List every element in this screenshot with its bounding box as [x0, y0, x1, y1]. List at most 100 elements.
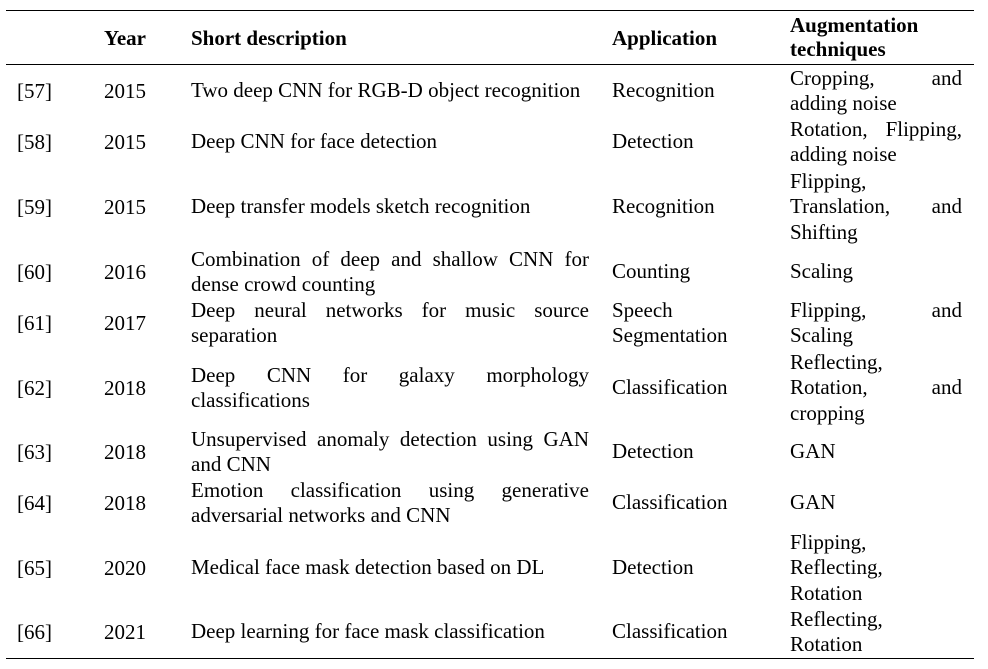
- row-ref: [66]: [17, 619, 52, 644]
- row-description-line: Unsupervised anomaly detection using GAN: [191, 426, 589, 451]
- row-ref: [63]: [17, 439, 52, 464]
- row-augmentation: GAN: [790, 439, 962, 465]
- row-application-line: Detection: [612, 555, 694, 580]
- header-augmentation-line2: techniques: [790, 37, 886, 61]
- row-ref: [60]: [17, 259, 52, 284]
- row-description: Medical face mask detection based on DL: [191, 555, 589, 581]
- table-bottom-rule: [6, 658, 974, 659]
- row-description-line: Deep neural networks for music source: [191, 297, 589, 322]
- row-year: 2015: [104, 78, 146, 103]
- row-application-line: Classification: [612, 619, 728, 644]
- row-application-line: Classification: [612, 375, 728, 400]
- row-ref: [59]: [17, 194, 52, 219]
- row-augmentation-line: Rotation: [790, 632, 863, 656]
- row-augmentation-line: Flipping,: [790, 168, 867, 193]
- row-application-line: Classification: [612, 490, 728, 515]
- header-year: Year: [104, 26, 146, 50]
- row-augmentation: Rotation, Flipping,adding noise: [790, 117, 962, 168]
- row-augmentation-line: GAN: [790, 439, 836, 464]
- row-application-line: Counting: [612, 259, 691, 284]
- row-application-line: Detection: [612, 129, 694, 154]
- row-augmentation-line: adding noise: [790, 142, 897, 166]
- row-description-line: Emotion classification using generative: [191, 477, 589, 502]
- row-description-line: Combination of deep and shallow CNN for: [191, 246, 589, 271]
- augmentation-word: and: [931, 65, 962, 90]
- augmentation-word: Flipping,: [790, 297, 867, 322]
- row-augmentation: Cropping, and adding noise: [790, 66, 962, 117]
- row-description-line: Deep transfer models sketch recognition: [191, 194, 531, 219]
- row-application: Classification: [612, 490, 772, 516]
- augmentation-word: Translation,: [790, 194, 891, 219]
- row-ref: [62]: [17, 375, 52, 400]
- row-application-line: Recognition: [612, 194, 715, 219]
- row-application-line: Segmentation: [612, 323, 728, 347]
- row-augmentation-line: Scaling: [790, 323, 853, 347]
- row-description: Unsupervised anomaly detection using GAN…: [191, 427, 589, 478]
- row-augmentation-line: Translation, and: [790, 194, 962, 220]
- row-description: Deep learning for face mask classificati…: [191, 619, 589, 645]
- row-ref: [61]: [17, 310, 52, 335]
- row-ref: [65]: [17, 555, 52, 580]
- row-description-line: Medical face mask detection based on DL: [191, 555, 545, 580]
- row-description-line: Two deep CNN for RGB-D object recognitio…: [191, 78, 581, 103]
- row-application: Recognition: [612, 194, 772, 220]
- row-year: 2015: [104, 129, 146, 154]
- row-augmentation-line: Scaling: [790, 259, 853, 284]
- table-header-rule: [6, 64, 974, 65]
- row-augmentation: Flipping,Reflecting,Rotation: [790, 530, 962, 607]
- header-description: Short description: [191, 26, 347, 50]
- row-description-line: separation: [191, 323, 278, 347]
- augmentation-word: Cropping,: [790, 65, 875, 90]
- header-augmentation: Augmentation techniques: [790, 13, 962, 61]
- row-ref: [64]: [17, 490, 52, 515]
- row-year: 2021: [104, 619, 146, 644]
- augmentation-word: and: [931, 194, 962, 219]
- row-year: 2015: [104, 194, 146, 219]
- row-application-line: Detection: [612, 439, 694, 464]
- row-application: Detection: [612, 555, 772, 581]
- row-application-line: Recognition: [612, 78, 715, 103]
- row-application: Detection: [612, 129, 772, 155]
- row-augmentation-line: adding noise: [790, 91, 897, 115]
- row-augmentation-line: Shifting: [790, 219, 858, 244]
- row-description-line: adversarial networks and CNN: [191, 503, 451, 527]
- row-year: 2017: [104, 310, 146, 335]
- row-year: 2018: [104, 490, 146, 515]
- row-application-line: Speech: [612, 297, 673, 322]
- row-description-line: Deep CNN for galaxy morphology: [191, 362, 589, 387]
- row-augmentation-line: cropping: [790, 400, 865, 425]
- row-year: 2018: [104, 375, 146, 400]
- row-application: Detection: [612, 439, 772, 465]
- row-augmentation-line: Rotation,and: [790, 375, 962, 401]
- row-application: Classification: [612, 619, 772, 645]
- row-ref: [58]: [17, 129, 52, 154]
- row-description: Deep CNN for face detection: [191, 129, 589, 155]
- header-augmentation-line1: Augmentation: [790, 13, 919, 37]
- row-augmentation: GAN: [790, 490, 962, 516]
- augmentation-word: Rotation,: [790, 375, 868, 400]
- row-application: Counting: [612, 259, 772, 285]
- row-description: Deep transfer models sketch recognition: [191, 194, 589, 220]
- row-application: Recognition: [612, 78, 772, 104]
- row-augmentation-line: Flipping, and: [790, 298, 962, 324]
- row-application: Classification: [612, 375, 772, 401]
- header-application: Application: [612, 26, 718, 50]
- row-description-line: and CNN: [191, 452, 271, 476]
- row-augmentation-line: Rotation, Flipping,: [790, 116, 962, 141]
- row-description-line: classifications: [191, 388, 310, 412]
- row-augmentation: Scaling: [790, 259, 962, 285]
- row-augmentation-line: Cropping, and: [790, 66, 962, 92]
- row-description: Two deep CNN for RGB-D object recognitio…: [191, 78, 589, 104]
- row-augmentation-line: GAN: [790, 490, 836, 515]
- row-year: 2018: [104, 439, 146, 464]
- table-top-rule: [6, 10, 974, 11]
- augmentation-word: and: [931, 297, 962, 322]
